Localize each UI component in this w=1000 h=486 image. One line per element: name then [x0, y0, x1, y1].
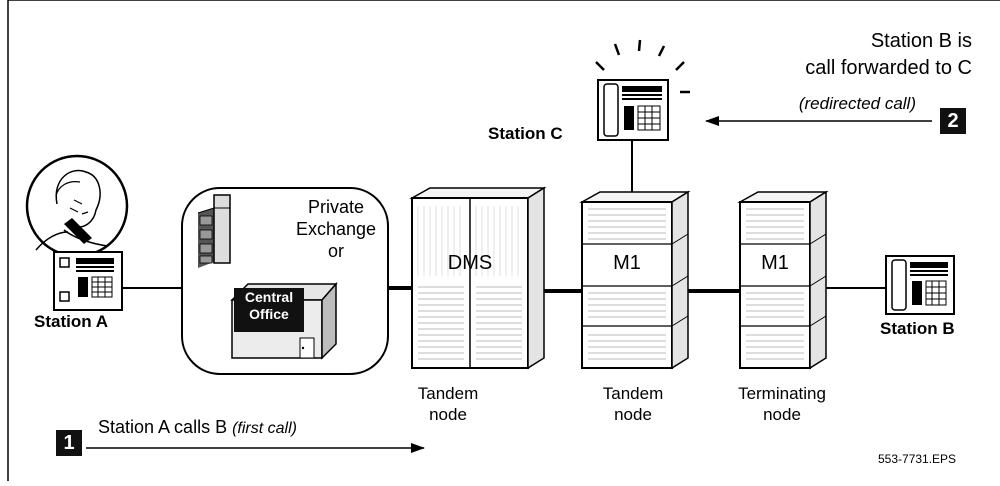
m1-terminating-node-caption-line1: Terminating — [738, 384, 826, 403]
dms-node-caption-line1: Tandem — [417, 384, 479, 403]
step-2-badge: 2 — [940, 108, 966, 134]
central-office-sign: Central Office — [234, 289, 304, 323]
m1-tandem-node-caption: Tandem node — [583, 383, 683, 425]
central-office-sign-line2: Office — [249, 306, 289, 322]
station-b-label: Station B — [880, 319, 955, 338]
m1-terminating-node-caption: Terminating node — [722, 383, 842, 425]
station-a-label: Station A — [34, 312, 108, 331]
dms-node-caption-line2: node — [429, 405, 467, 424]
m1-tandem-switch-icon — [579, 190, 691, 370]
step-2-note: (redirected call) — [798, 94, 916, 113]
m1-terminating-node-caption-line2: node — [763, 405, 801, 424]
figure-id: 553-7731.EPS — [878, 452, 957, 466]
station-a-phone-icon — [53, 251, 123, 311]
step-1-caption: Station A calls B (first call) — [98, 417, 297, 438]
dms-label: DMS — [447, 252, 493, 274]
m1-terminating-label: M1 — [761, 252, 789, 274]
step-2-caption: Station B is call forwarded to C — [740, 28, 972, 82]
step-1-note: (first call) — [232, 420, 297, 437]
m1-tandem-node-caption-line1: Tandem — [602, 384, 664, 403]
dms-node-caption: Tandem node — [398, 383, 498, 425]
step-2-line2: call forwarded to C — [805, 57, 972, 79]
pbx-cabinet-icon — [197, 194, 231, 268]
central-office-building-icon — [230, 282, 338, 360]
central-office-sign-line1: Central — [244, 289, 294, 305]
station-c-label: Station C — [488, 124, 563, 143]
exchange-label-line2: Exchange — [295, 219, 377, 239]
exchange-label-line1: Private — [307, 197, 365, 217]
dms-switch-icon — [409, 186, 547, 370]
station-c-phone-icon — [597, 79, 669, 141]
step-1-badge: 1 — [56, 430, 82, 456]
step-2-line1: Station B is — [870, 30, 972, 52]
step-1-text: Station A calls B — [98, 417, 228, 437]
m1-terminating-switch-icon — [737, 190, 829, 370]
m1-tandem-node-caption-line2: node — [614, 405, 652, 424]
station-b-phone-icon — [885, 255, 955, 315]
m1-tandem-label: M1 — [613, 252, 641, 274]
exchange-label-line3: or — [327, 241, 344, 261]
ringing-indicator-icon — [595, 39, 690, 94]
exchange-label: Private Exchange or — [286, 196, 386, 262]
figure-frame — [7, 0, 1000, 481]
person-on-phone-icon — [25, 154, 129, 258]
